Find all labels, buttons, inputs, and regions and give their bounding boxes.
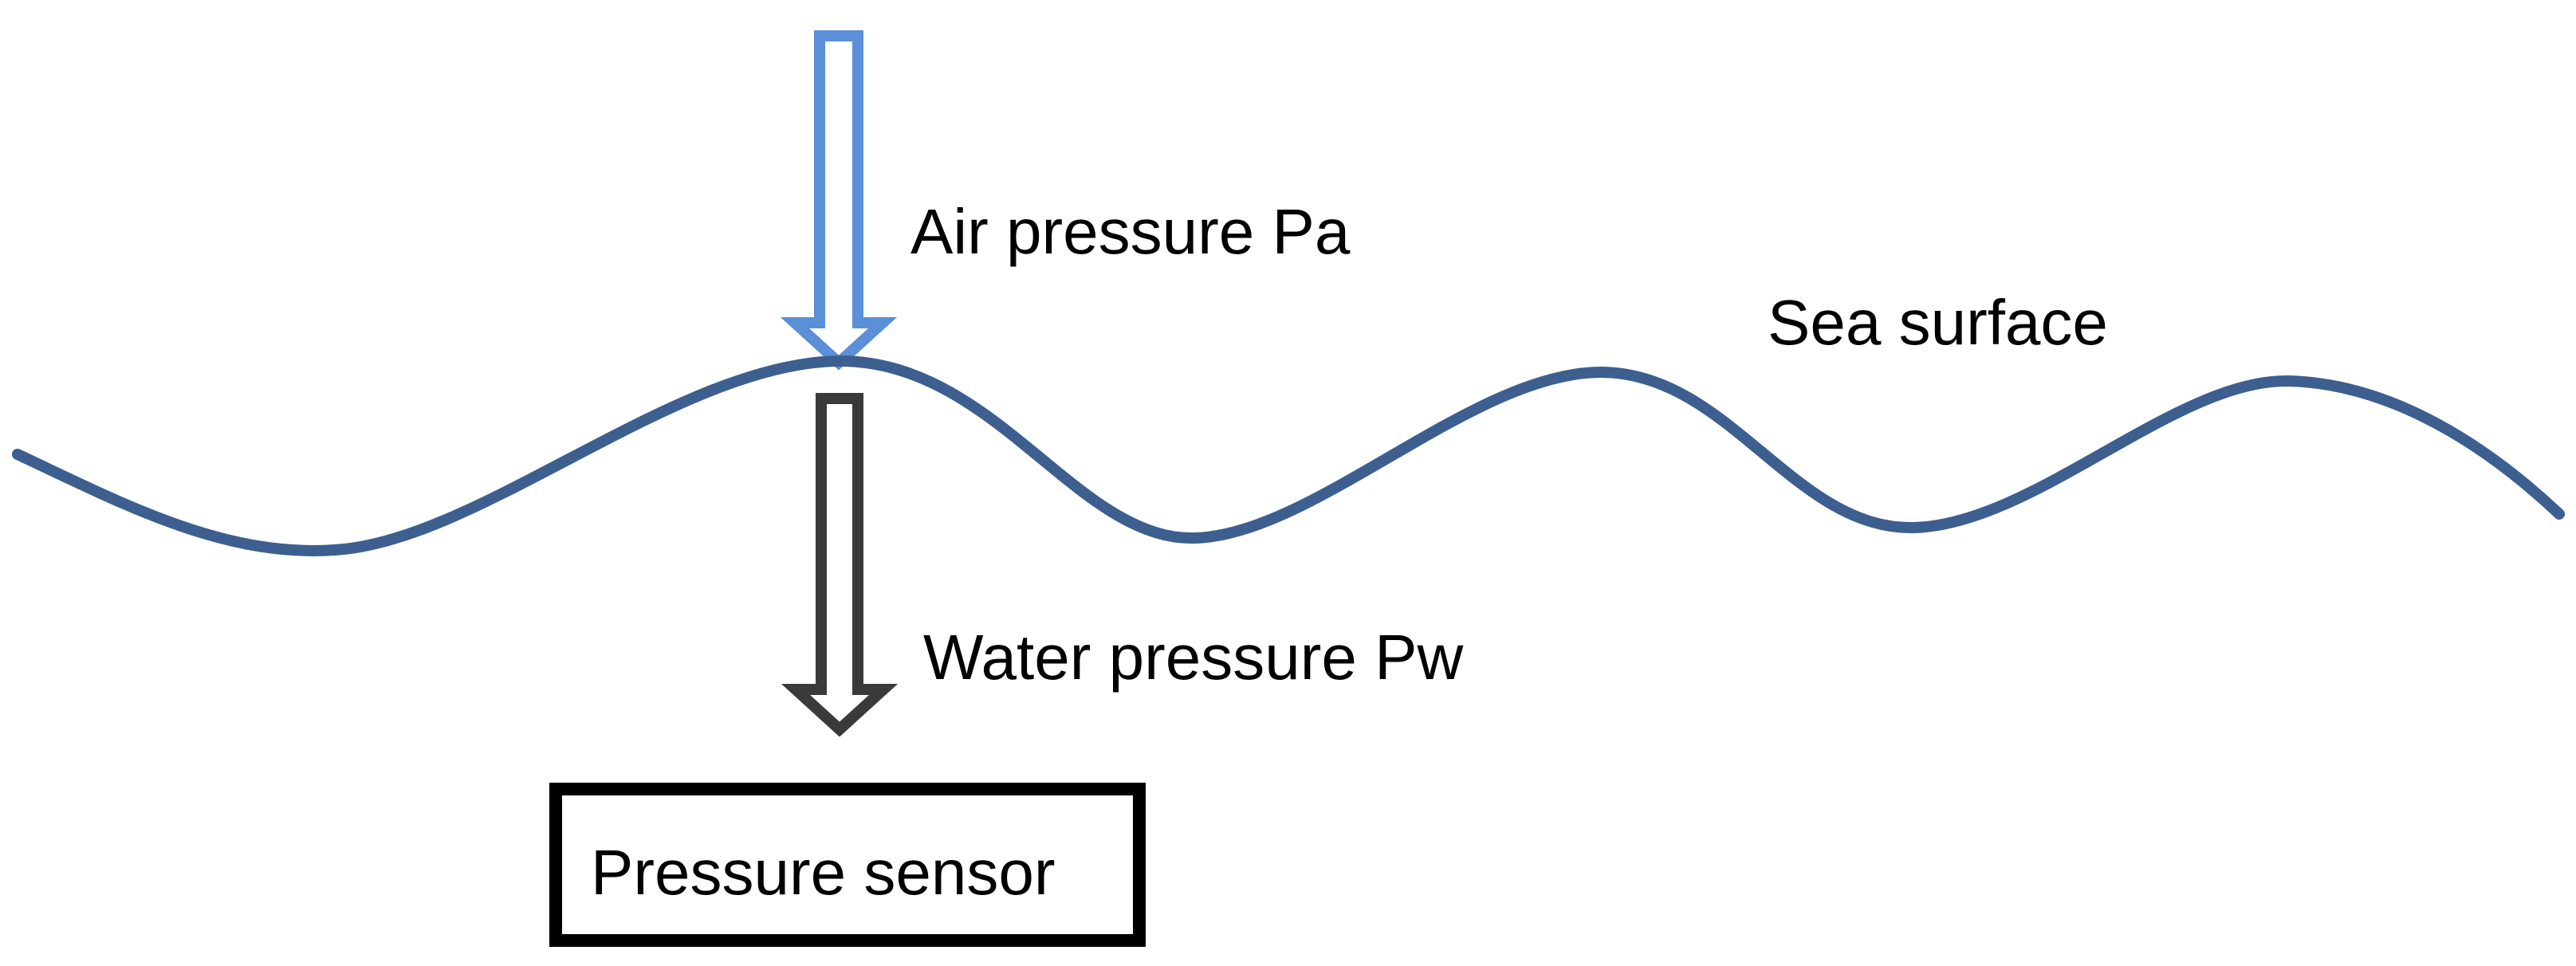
air-pressure-arrow	[780, 30, 898, 371]
water-pressure-arrow	[781, 393, 899, 737]
sea-surface-label: Sea surface	[1768, 287, 2108, 358]
pressure-sensor-box	[549, 783, 1146, 947]
air-pressure-label: Air pressure Pa	[910, 196, 1351, 267]
water-pressure-label: Water pressure Pw	[923, 622, 1463, 693]
pressure-sensor-label: Pressure sensor	[591, 837, 1055, 908]
sea-surface-wave	[12, 355, 2565, 556]
